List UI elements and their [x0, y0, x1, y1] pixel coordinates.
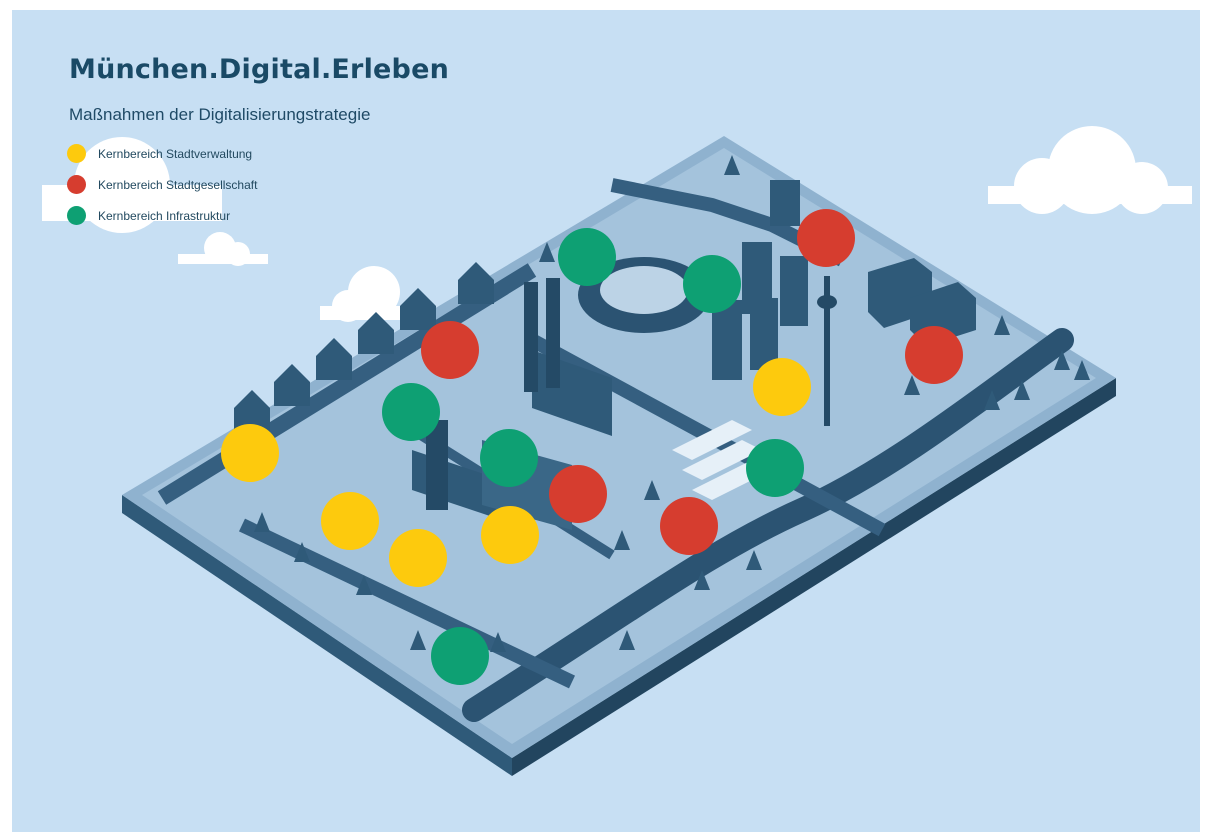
- legend-dot-stadtverwaltung: [67, 144, 86, 163]
- legend-label: Kernbereich Infrastruktur: [98, 208, 231, 223]
- map-marker[interactable]: [753, 358, 811, 416]
- map-marker[interactable]: [321, 492, 379, 550]
- map-marker[interactable]: [481, 506, 539, 564]
- map-marker[interactable]: [746, 439, 804, 497]
- stadium-icon: [578, 257, 710, 333]
- page-title: München.Digital.Erleben: [69, 54, 450, 85]
- map-marker[interactable]: [683, 255, 741, 313]
- map-marker[interactable]: [389, 529, 447, 587]
- church-icon: [524, 278, 612, 436]
- map-marker[interactable]: [660, 497, 718, 555]
- legend-item-stadtgesellschaft[interactable]: Kernbereich Stadtgesellschaft: [67, 169, 257, 200]
- legend-label: Kernbereich Stadtgesellschaft: [98, 177, 258, 192]
- tree-icon: [254, 155, 1090, 652]
- map-marker[interactable]: [431, 627, 489, 685]
- map-marker[interactable]: [797, 209, 855, 267]
- tv-tower-icon: [817, 276, 837, 426]
- legend-label: Kernbereich Stadtverwaltung: [98, 146, 253, 161]
- map-stage: München.Digital.Erleben Maßnahmen der Di…: [12, 10, 1200, 832]
- cloud-icon: [178, 232, 268, 266]
- legend: Kernbereich Stadtverwaltung Kernbereich …: [67, 138, 257, 231]
- legend-item-infrastruktur[interactable]: Kernbereich Infrastruktur: [67, 200, 257, 231]
- cloud-icon: [320, 266, 418, 322]
- legend-dot-infrastruktur: [67, 206, 86, 225]
- cloud-icon: [988, 126, 1192, 214]
- map-marker[interactable]: [549, 465, 607, 523]
- office-towers-icon: [712, 180, 808, 380]
- legend-item-stadtverwaltung[interactable]: Kernbereich Stadtverwaltung: [67, 138, 257, 169]
- map-marker[interactable]: [421, 321, 479, 379]
- map-marker[interactable]: [382, 383, 440, 441]
- legend-dot-stadtgesellschaft: [67, 175, 86, 194]
- isometric-city-map: [42, 126, 1192, 776]
- map-marker[interactable]: [558, 228, 616, 286]
- map-marker[interactable]: [221, 424, 279, 482]
- map-marker[interactable]: [905, 326, 963, 384]
- page-subtitle: Maßnahmen der Digitalisierungstrategie: [69, 105, 371, 124]
- map-marker[interactable]: [480, 429, 538, 487]
